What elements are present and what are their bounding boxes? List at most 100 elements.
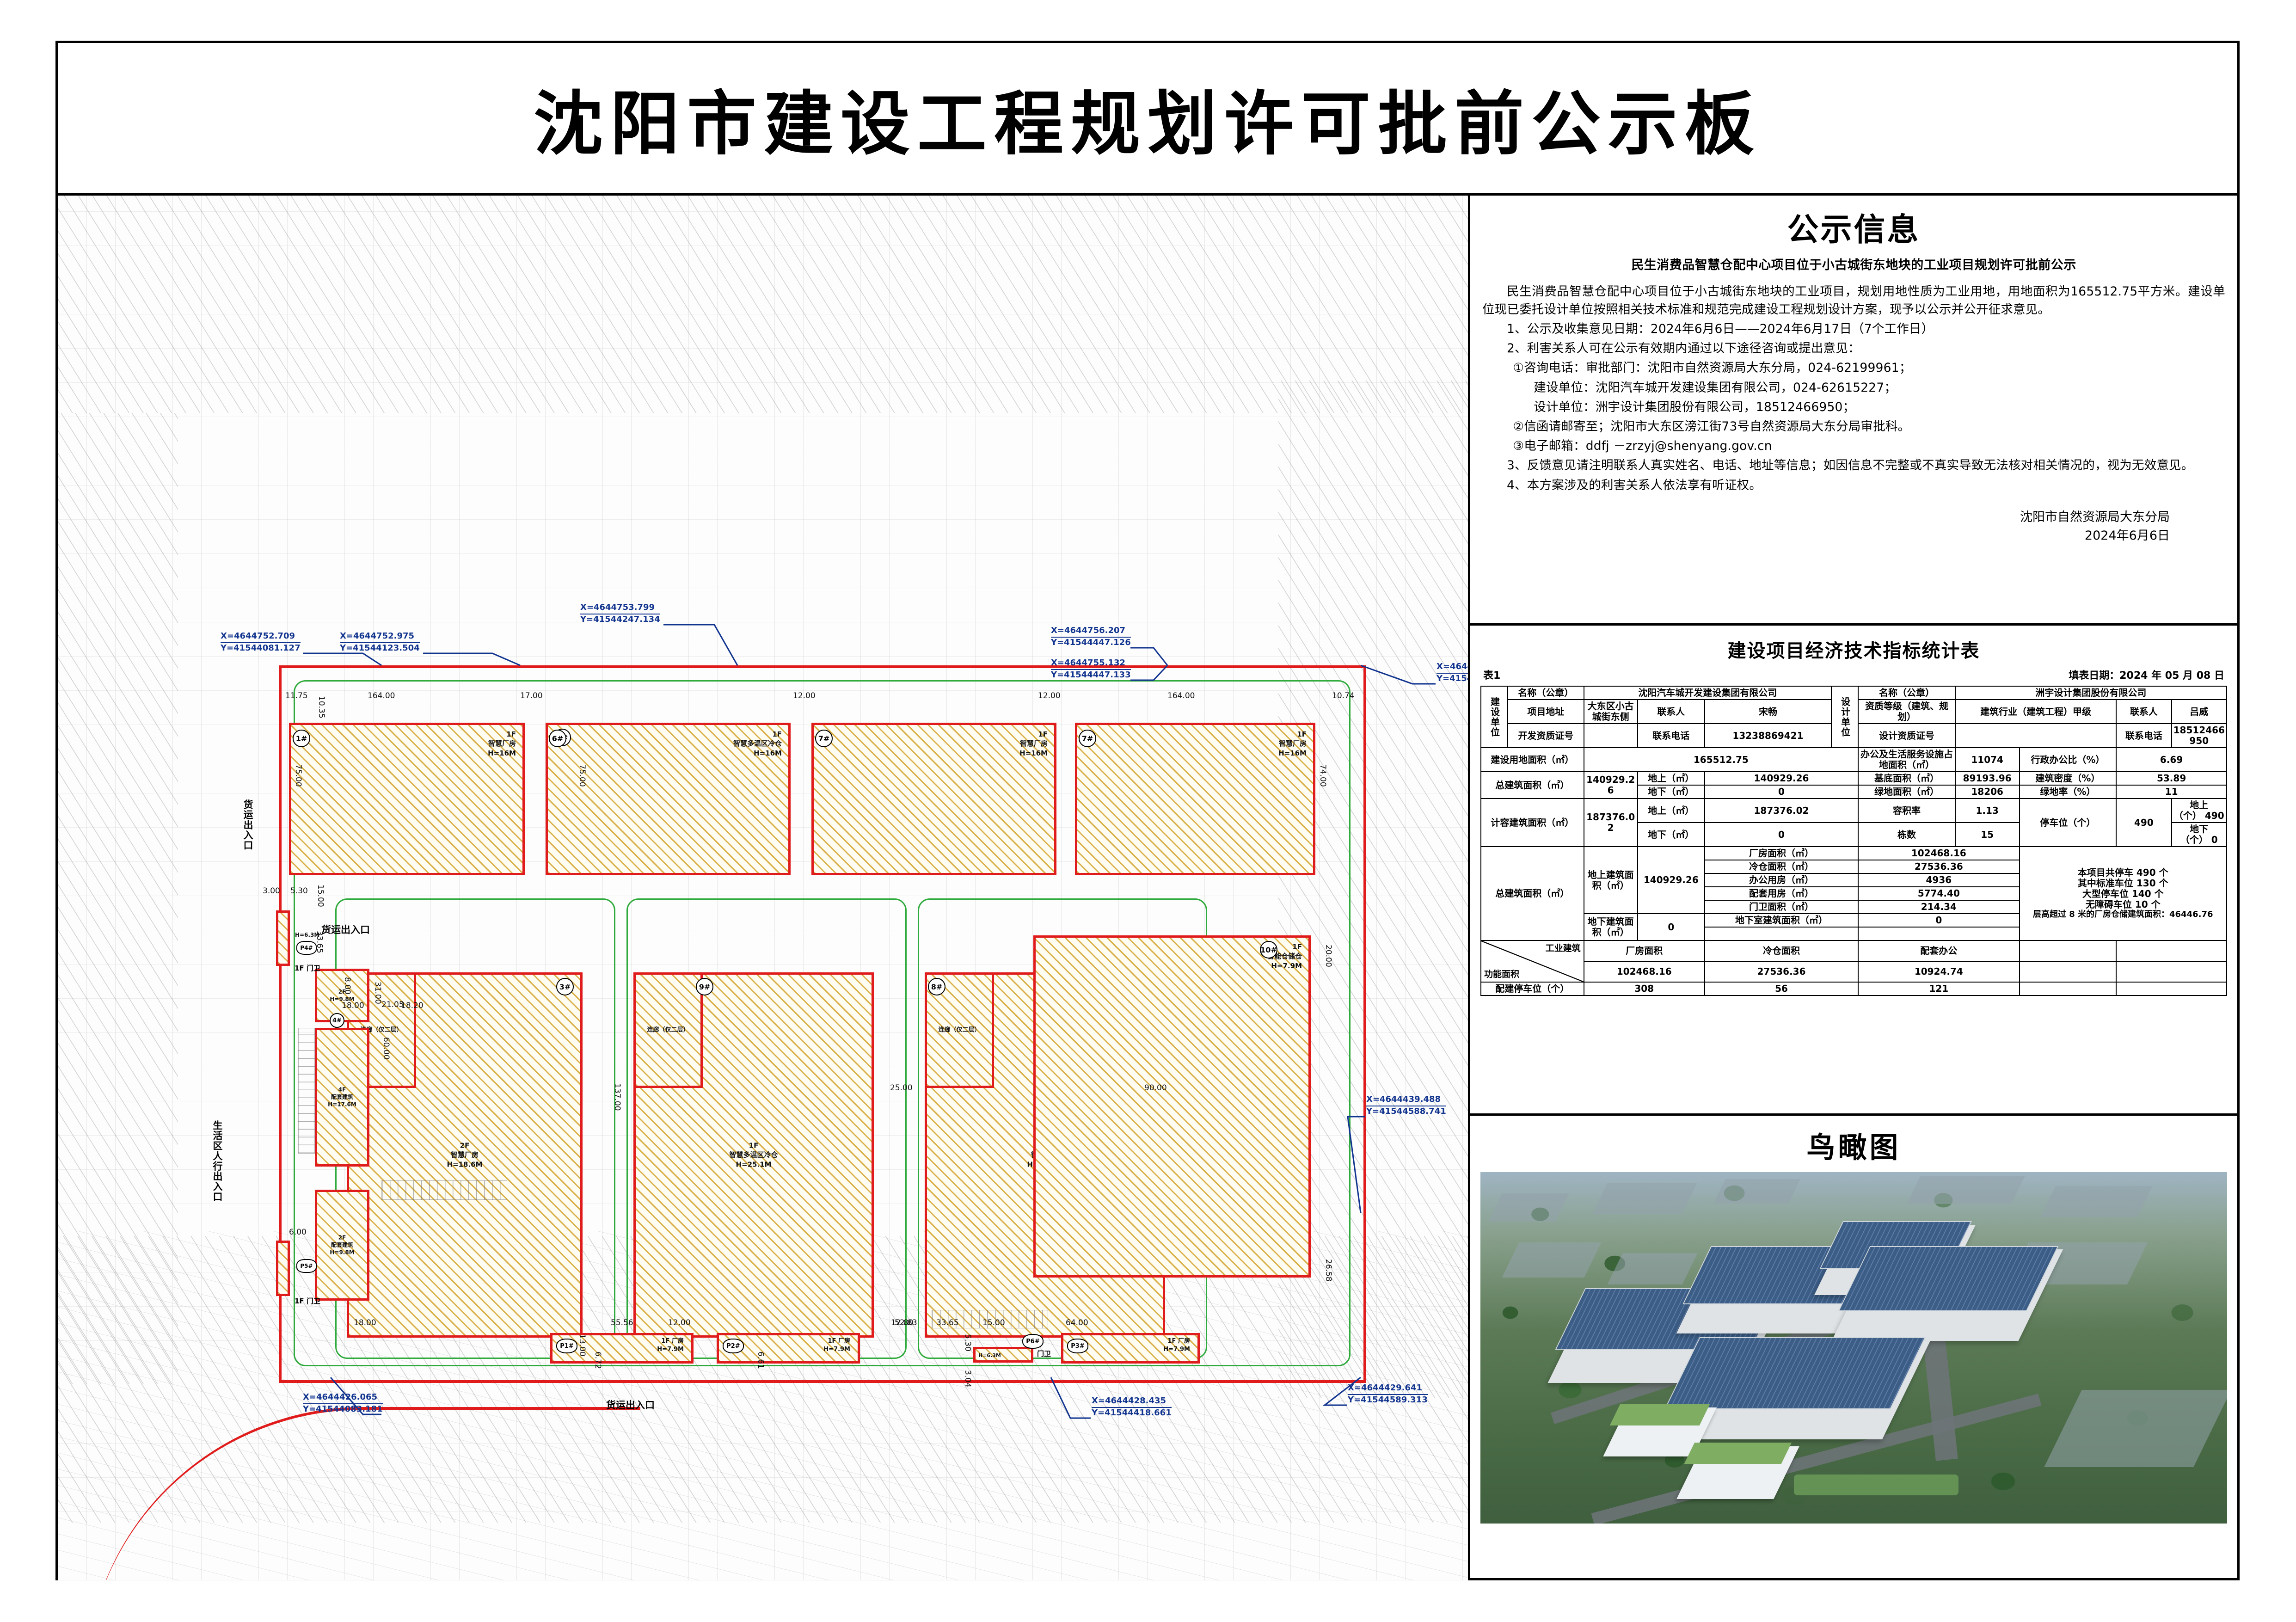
building-10[interactable]: 1F 智能仓储仓 H=7.9M bbox=[1033, 935, 1311, 1278]
note-line-2: 其中标准车位 130 个 bbox=[2077, 878, 2168, 889]
table-row: 地下建筑面积（㎡） 0 地下室建筑面积（㎡） 0 bbox=[1481, 913, 2227, 941]
density-label: 建筑密度（%） bbox=[2019, 771, 2117, 786]
office-land-label: 办公及生活服务设施占地面积（㎡） bbox=[1858, 747, 1956, 772]
basement-blank-value bbox=[1858, 927, 2020, 941]
building-3-label: 2F 智慧厂房 H=18.6M bbox=[447, 1141, 483, 1169]
building-p3-label: 1F 厂房 H=7.9M bbox=[1163, 1338, 1190, 1353]
below-ba2-value: 0 bbox=[1637, 913, 1705, 941]
building-4-label: 4F 配套建筑 H=17.6M bbox=[328, 1086, 356, 1108]
building-7[interactable]: 1F 智慧厂房 H=16M bbox=[811, 723, 1056, 875]
above-label-2: 地上（㎡） bbox=[1637, 798, 1705, 823]
building-p4[interactable]: H=6.3M bbox=[276, 910, 319, 966]
build-contact-value: 宋畅 bbox=[1704, 699, 1832, 724]
table-number: 表1 bbox=[1483, 670, 1501, 682]
green-rate-label: 绿地率（%） bbox=[2019, 785, 2117, 799]
building-p5[interactable] bbox=[276, 1241, 290, 1296]
gate-label-p6: 门卫 bbox=[1037, 1350, 1051, 1358]
name-label-build: 名称（公章） bbox=[1507, 686, 1584, 700]
indicators-section: 建设项目经济技术指标统计表 表1 填表日期：2024 年 05 月 08 日 建… bbox=[1470, 626, 2237, 1116]
notice-item4: 4、本方案涉及的利害关系人依法享有听证权。 bbox=[1507, 478, 1762, 492]
context-building bbox=[1713, 1179, 1800, 1204]
corridor-a-label: 连廊（仅二层） bbox=[360, 1026, 403, 1034]
dev-cert-label: 开发资质证号 bbox=[1507, 723, 1584, 748]
office-use-label: 办公用房（㎡） bbox=[1704, 873, 1859, 887]
dim-7400: 74.00 bbox=[1318, 764, 1327, 787]
notice-lead: 民生消费品智慧仓配中心项目位于小古城街东地块的工业项目规划许可批前公示 bbox=[1631, 258, 2076, 272]
dim-3365: 33.65 bbox=[315, 931, 324, 953]
coord-label-3: X=4644753.799 Y=41544247.134 bbox=[580, 602, 660, 624]
survey-hatch-top bbox=[58, 196, 1468, 413]
notice-heading: 公示信息 bbox=[1787, 212, 1921, 248]
func-cold-label: 冷仓面积 bbox=[1704, 940, 1859, 962]
build-unit-name: 沈阳汽车城开发建设集团有限公司 bbox=[1583, 686, 1832, 700]
info-panel: 公示信息 民生消费品智慧仓配中心项目位于小古城街东地块的工业项目规划许可批前公示… bbox=[1470, 196, 2237, 1580]
parking-row-1 bbox=[381, 1180, 507, 1200]
phone-label-design: 联系电话 bbox=[2116, 723, 2172, 748]
func-cold-value: 27536.36 bbox=[1704, 961, 1859, 983]
gate-label-p4: 1F 门卫 bbox=[295, 964, 320, 972]
alloc-plant-value: 308 bbox=[1583, 982, 1705, 996]
site-plan-panel: 1F 智慧厂房 H=16M 1# 2# 1F 智慧多温区冷仓 H=16M bbox=[58, 196, 1470, 1580]
above-ba2-value: 140929.26 bbox=[1637, 846, 1705, 914]
parking-row-3 bbox=[932, 1310, 1048, 1328]
context-building bbox=[1488, 1193, 1570, 1222]
corridor-b-label: 连廊（仅二层） bbox=[647, 1026, 689, 1034]
build-unit-label: 建设单位 bbox=[1480, 686, 1509, 748]
public-notice-board: 沈阳市建设工程规划许可批前公示板 bbox=[55, 41, 2240, 1580]
dim-164-top-right: 164.00 bbox=[1167, 691, 1195, 700]
building-7b[interactable]: 1F 智慧厂房 H=16M bbox=[1075, 723, 1315, 875]
diagonal-divider-icon bbox=[1481, 941, 1584, 982]
building-p6[interactable]: H=6.3M bbox=[973, 1347, 1033, 1363]
building-6[interactable]: 1F 智慧多温区冷仓 H=16M bbox=[546, 723, 791, 875]
dim-1800-a: 18.00 bbox=[342, 1001, 364, 1010]
notice-item2e: ③电子邮箱：ddfj －zrzyj@shenyang.gov.cn bbox=[1513, 439, 1772, 454]
far-above-value: 187376.02 bbox=[1704, 798, 1859, 823]
qualify-value: 建筑行业（建筑工程）甲级 bbox=[1954, 699, 2117, 724]
below-ba-label: 地下建筑面积（㎡） bbox=[1583, 913, 1638, 941]
building-p5-number: P5# bbox=[296, 1259, 317, 1273]
building-4[interactable]: 4F 配套建筑 H=17.6M bbox=[315, 1028, 369, 1167]
board-content: 1F 智慧厂房 H=16M 1# 2# 1F 智慧多温区冷仓 H=16M bbox=[58, 196, 2237, 1580]
building-3-number: 3# bbox=[556, 978, 574, 995]
building-1[interactable]: 1F 智慧厂房 H=16M bbox=[289, 723, 525, 875]
dim-1300: 13.00 bbox=[577, 1334, 587, 1357]
table-row: 102468.16 27536.36 10924.74 bbox=[1481, 961, 2227, 983]
context-building bbox=[2040, 1186, 2153, 1218]
corridor-c: 连廊（仅二层） bbox=[925, 972, 994, 1088]
table-row: 工业建筑 功能面积 厂房面积 冷仓面积 配套办公 bbox=[1480, 940, 2227, 983]
plant-area-label: 厂房面积（㎡） bbox=[1704, 846, 1859, 860]
building-1-number: 1# bbox=[293, 730, 310, 747]
aerial-pv-roof bbox=[1838, 1246, 2058, 1311]
table-row bbox=[1481, 927, 2227, 941]
entrance-label-freight-left: 货运出入口 bbox=[321, 924, 370, 935]
table-row: 计容建筑面积（㎡） 187376.02 地上（㎡） 187376.02 容积率 … bbox=[1480, 798, 2228, 847]
context-building bbox=[1502, 1242, 1601, 1278]
table-row: 冷仓面积（㎡） 27536.36 bbox=[1481, 860, 2227, 874]
contact-label-design: 联系人 bbox=[2116, 699, 2172, 724]
dim-1175: 11.75 bbox=[285, 691, 308, 700]
page-title: 沈阳市建设工程规划许可批前公示板 bbox=[533, 84, 1762, 165]
dim-7500-b: 75.00 bbox=[577, 764, 587, 787]
survey-hatch-left bbox=[58, 413, 178, 1384]
notice-item2a: ①咨询电话：审批部门：沈阳市自然资源局大东分局，024-62199961； bbox=[1513, 361, 1912, 375]
func-office-label: 配套办公 bbox=[1858, 940, 2020, 962]
plant-area-value: 102468.16 bbox=[1858, 846, 2020, 860]
dim-7500-a: 75.00 bbox=[294, 764, 303, 787]
dim-1280: 12.80 bbox=[891, 1318, 914, 1327]
building-4b[interactable]: 2F 配套建筑 H=9.8M bbox=[315, 1190, 369, 1301]
coord-label-5: X=4644755.132 Y=41544447.133 bbox=[1051, 658, 1131, 680]
site-boundary bbox=[279, 665, 1366, 1383]
building-7-label: 1F 智慧厂房 H=16M bbox=[1019, 730, 1048, 757]
building-p4-number: P4# bbox=[296, 941, 317, 955]
building-p2-label: 1F 厂房 H=7.9M bbox=[823, 1338, 850, 1353]
notice-item2: 2、利害关系人可在公示有效期内通过以下途径咨询或提出意见： bbox=[1507, 341, 1860, 356]
dim-6400: 64.00 bbox=[1066, 1318, 1088, 1327]
building-p6-label: H=6.3M bbox=[978, 1352, 1001, 1358]
fill-date: 填表日期：2024 年 05 月 08 日 bbox=[2069, 670, 2224, 682]
table-row: 门卫面积（㎡） 214.34 bbox=[1481, 900, 2227, 914]
total-ba-value: 140929.26 bbox=[1583, 771, 1638, 799]
aerial-green-roof bbox=[1684, 1443, 1792, 1464]
below-label-1: 地下（㎡） bbox=[1637, 785, 1705, 799]
